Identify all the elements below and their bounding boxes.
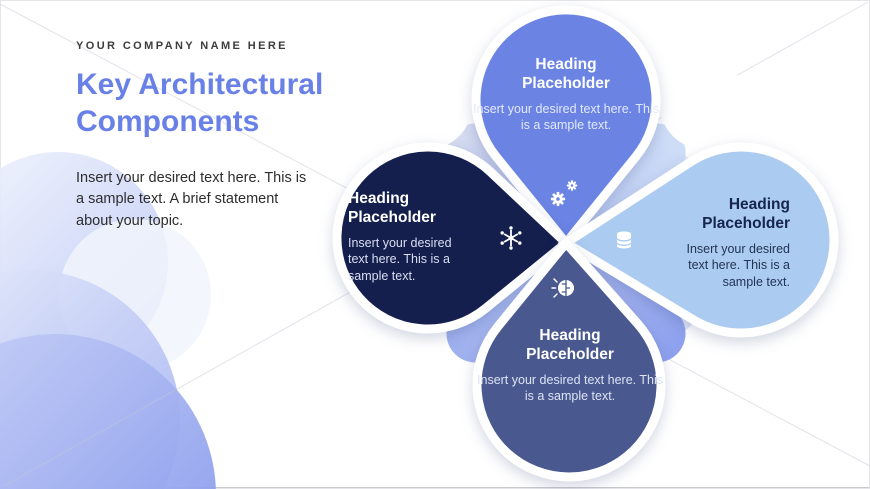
company-name[interactable]: YOUR COMPANY NAME HERE — [76, 40, 288, 52]
corner-decor-circles — [0, 152, 216, 489]
petal-body: Insert your desired text here. This is a… — [348, 235, 452, 283]
petal-body: Insert your desired text here. This is a… — [473, 101, 659, 133]
slide-title[interactable]: Key Architectural Components — [76, 68, 324, 138]
petal-right-text[interactable]: Heading Placeholder Insert your desired … — [664, 196, 790, 290]
petal-heading: Heading Placeholder — [526, 327, 614, 363]
petal-heading: Heading Placeholder — [522, 56, 610, 92]
petal-left-text[interactable]: Heading Placeholder Insert your desired … — [348, 190, 470, 284]
petal-body: Insert your desired text here. This is a… — [477, 372, 663, 404]
database-icon — [616, 231, 632, 249]
petal-body: Insert your desired text here. This is a… — [686, 241, 790, 289]
petal-top-shape[interactable] — [471, 5, 661, 251]
ribbon-concave-cut — [384, 61, 472, 149]
petal-heading: Heading Placeholder — [348, 190, 436, 226]
ai-brain-icon — [551, 278, 574, 298]
petal-left-shape[interactable] — [332, 142, 573, 334]
petal-right-shape[interactable] — [557, 142, 839, 338]
petal-top-text[interactable]: Heading Placeholder Insert your desired … — [456, 56, 676, 134]
petal-bottom-text[interactable]: Heading Placeholder Insert your desired … — [460, 327, 680, 405]
slide-description[interactable]: Insert your desired text here. This is a… — [76, 169, 307, 229]
gears-icon — [550, 180, 578, 207]
network-icon — [500, 226, 522, 250]
ribbon-concave-cut — [660, 61, 748, 149]
petal-bottom-shape[interactable] — [472, 236, 666, 482]
header-block: YOUR COMPANY NAME HERE Key Architectural… — [76, 40, 376, 232]
petal-heading: Heading Placeholder — [702, 196, 790, 232]
